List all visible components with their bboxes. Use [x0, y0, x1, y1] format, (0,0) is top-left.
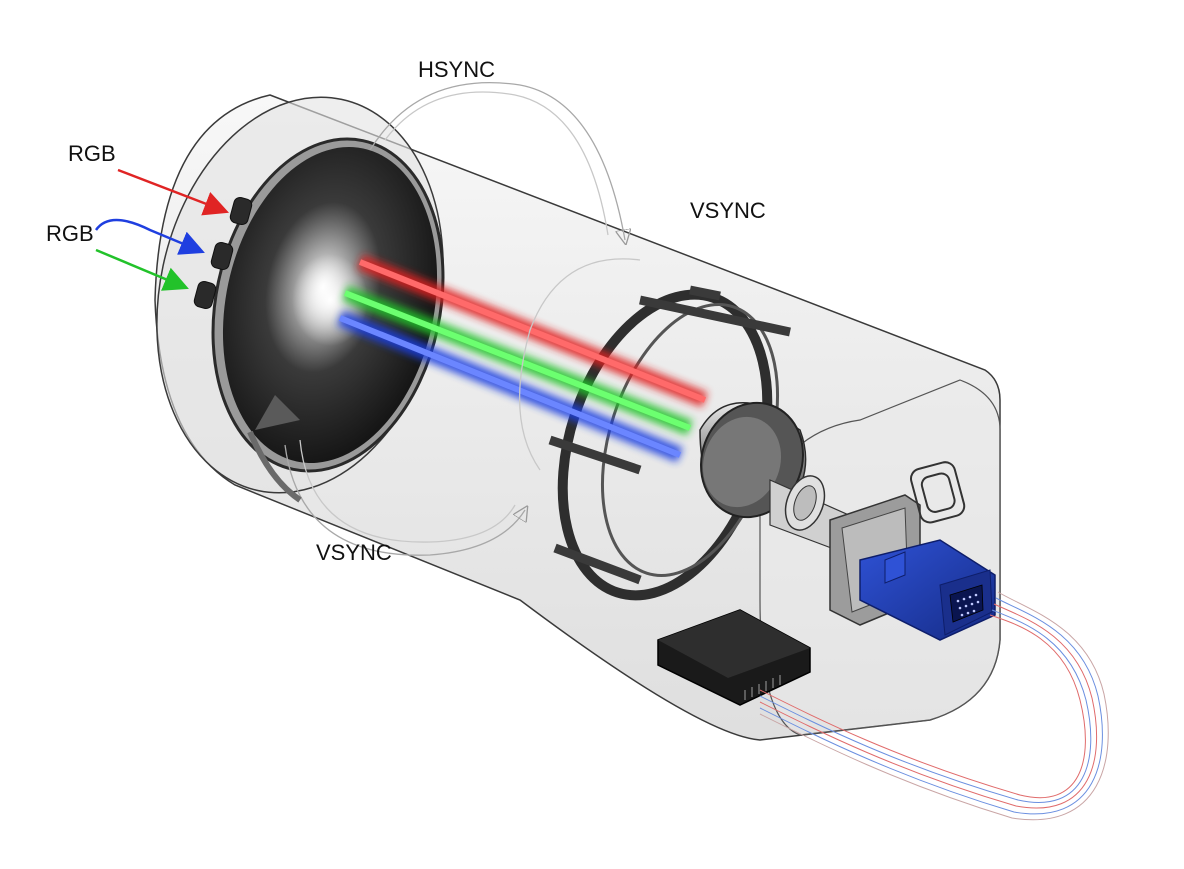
beam-red-core — [358, 259, 707, 403]
beam-green-core — [343, 290, 692, 431]
input-pins — [193, 196, 253, 310]
pin-red — [229, 196, 253, 226]
label-vsync-right: VSYNC — [690, 198, 766, 223]
label-vsync-bottom: VSYNC — [316, 540, 392, 565]
rgb-red-arrow — [117, 168, 230, 216]
pin-blue — [210, 241, 234, 271]
label-rgb-top: RGB — [68, 141, 116, 166]
rgb-input-arrows — [94, 168, 230, 291]
signal-cables — [759, 591, 1109, 821]
rgb-blue-arrow — [94, 218, 205, 255]
vsync-arrow-shaft — [247, 430, 302, 503]
label-hsync: HSYNC — [418, 57, 495, 82]
rear-slot — [910, 461, 966, 524]
vga-connector-icon — [859, 539, 996, 641]
vsync-arrowhead-icon — [255, 395, 300, 430]
hsync-arrow — [369, 82, 625, 240]
label-rgb-left: RGB — [46, 221, 94, 246]
electron-beams — [337, 254, 708, 463]
control-chip — [657, 609, 811, 706]
beam-blue-core — [338, 315, 682, 458]
rgb-green-arrow — [95, 248, 189, 291]
vsync-arrow-right — [518, 258, 641, 471]
electron-gun — [699, 401, 861, 556]
pin-green — [193, 280, 217, 310]
